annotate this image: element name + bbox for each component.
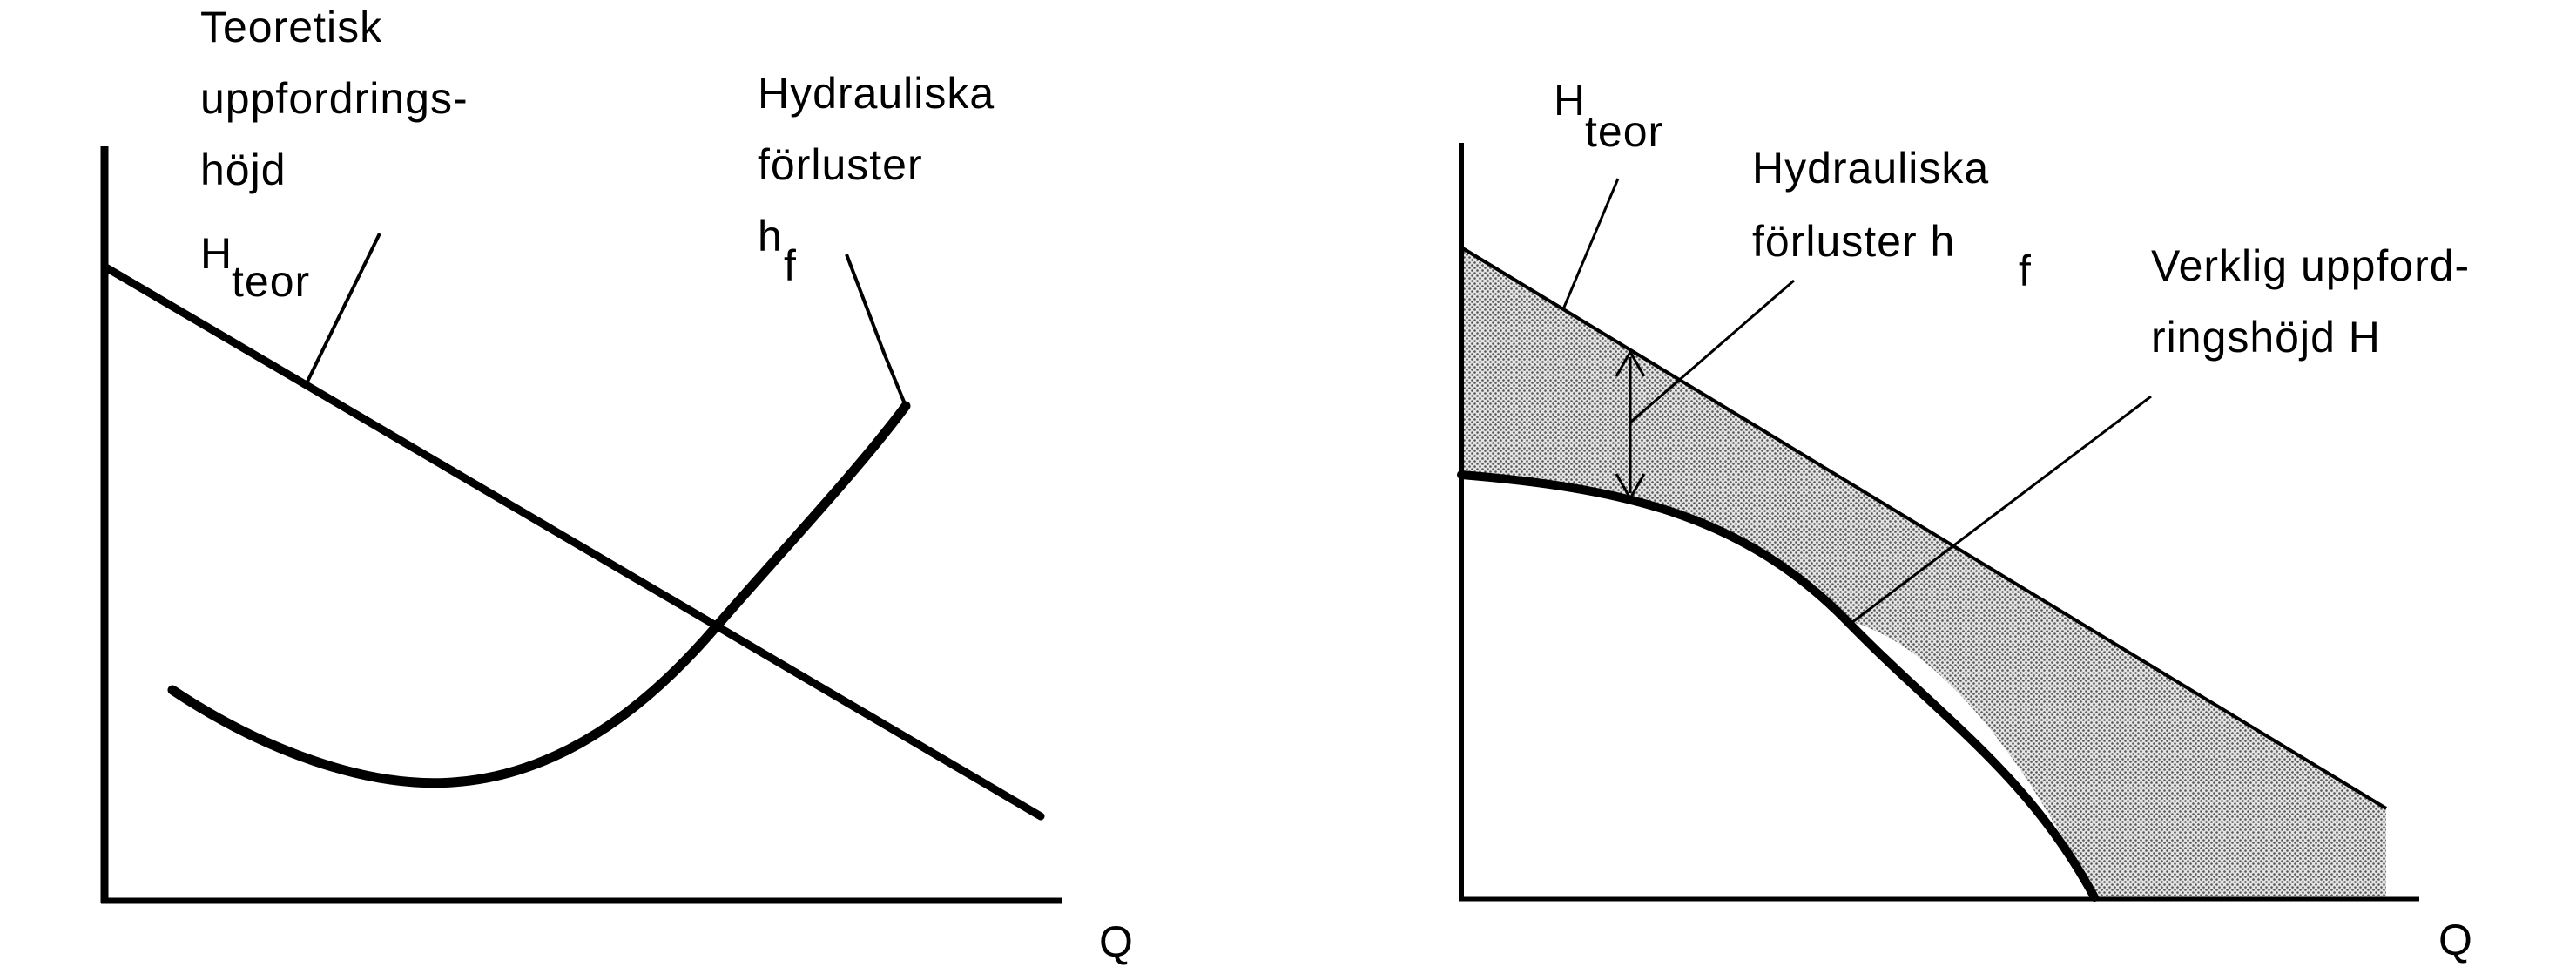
right-h-symbol: H (1554, 76, 1586, 125)
right-loss-arrow-top (1615, 348, 1646, 377)
left-loss-line2: förluster (758, 140, 923, 189)
left-title-line2: uppfordrings- (200, 74, 469, 123)
right-loss-subscript: f (2019, 247, 2032, 295)
right-actual-h-curve (1457, 470, 2099, 902)
right-loss-leader (1629, 279, 1795, 424)
left-loss-subscript: f (784, 241, 797, 290)
right-diagram: H teor Hydrauliska förluster h f Verklig… (1457, 76, 2473, 964)
left-title-line3: höjd (200, 145, 287, 194)
left-h-teor-leader (305, 233, 381, 384)
right-loss-shading (1461, 247, 2386, 897)
right-loss-line1: Hydrauliska (1752, 144, 1989, 193)
left-loss-leader (845, 254, 907, 407)
right-actual-h-leader (1847, 395, 2152, 627)
right-actual-line2: ringshöjd H (2151, 313, 2381, 362)
left-diagram: Teoretisk uppfordrings- höjd H teor Hydr… (100, 3, 1134, 966)
right-h-teor-leader (1561, 178, 1620, 310)
left-loss-symbol: h (758, 212, 783, 260)
left-title-line1: Teoretisk (200, 3, 382, 51)
left-h-subscript: teor (232, 257, 310, 306)
left-loss-line1: Hydrauliska (758, 69, 995, 118)
right-h-teor-line (1460, 246, 2388, 810)
left-loss-curve (167, 401, 911, 788)
left-h-teor-line (100, 262, 1045, 821)
right-loss-line2: förluster h (1752, 217, 1955, 266)
right-actual-line1: Verklig uppford- (2151, 241, 2470, 290)
right-loss-arrow-bottom (1615, 473, 1646, 502)
right-x-axis-label: Q (2438, 916, 2473, 964)
left-h-symbol: H (200, 229, 233, 278)
left-x-axis-label: Q (1099, 917, 1134, 966)
right-h-subscript: teor (1585, 107, 1663, 156)
